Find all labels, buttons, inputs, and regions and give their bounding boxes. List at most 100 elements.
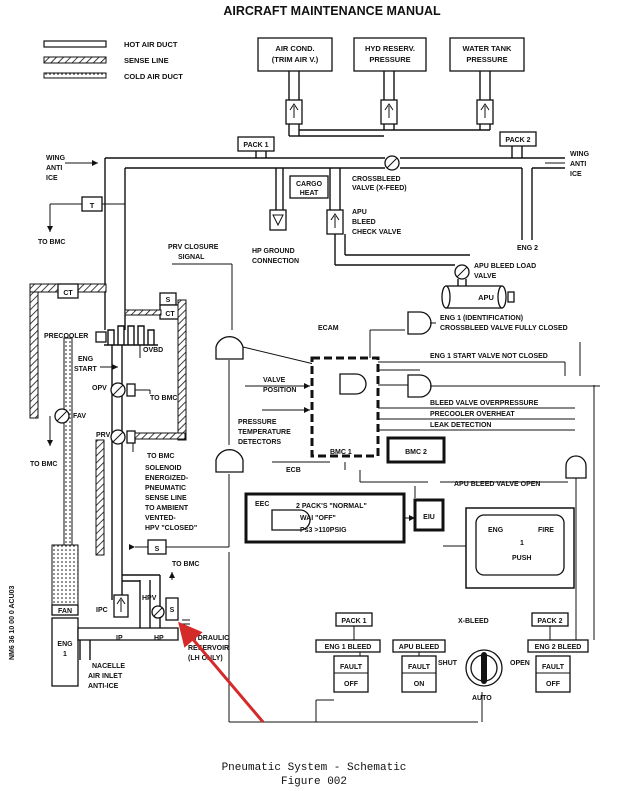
t-box-label: T <box>90 201 95 210</box>
side-reference: NM6 36 10 00 0 ACU03 <box>9 585 16 660</box>
pack2-sw-label: PACK 2 <box>537 618 562 625</box>
eiu-label: EIU <box>423 514 435 521</box>
caption-line-1: Pneumatic System - Schematic <box>222 762 407 774</box>
wing-r1-label: WING <box>570 151 590 158</box>
sol1-label: SOLENOID <box>145 465 182 472</box>
air-cond-2-label: (TRIM AIR V.) <box>272 55 319 64</box>
sol5-label: TO AMBIENT <box>145 505 189 512</box>
press3-label: DETECTORS <box>238 439 281 446</box>
to-bmc-5-label: TO BMC <box>172 561 199 568</box>
eng1-ident-label: ENG 1 (IDENTIFICATION) <box>440 315 523 322</box>
shut-label: SHUT <box>438 660 458 667</box>
xbleed-panel-label: X-BLEED <box>458 618 489 625</box>
hyd-res3-label: (LH ONLY) <box>188 655 223 662</box>
apu-load2-label: VALVE <box>474 273 497 280</box>
nac1-label: NACELLE <box>92 663 125 670</box>
page-title: AIRCRAFT MAINTENANCE MANUAL <box>223 4 441 18</box>
ecam-label: ECAM <box>318 325 339 332</box>
eec-label: EEC <box>255 501 269 508</box>
off-label: OFF <box>344 681 359 688</box>
pack1-label: PACK 1 <box>243 142 268 149</box>
hyd-res2-label: RESERVOIR <box>188 645 229 652</box>
hp-gnd1-label: HP GROUND <box>252 248 295 255</box>
xb-closed-label: CROSSBLEED VALVE FULLY CLOSED <box>440 325 568 332</box>
wai-off-label: WAI "OFF" <box>300 515 336 522</box>
apu-open-label: APU BLEED VALVE OPEN <box>454 481 540 488</box>
wing-l3-label: ICE <box>46 175 58 182</box>
fav-label: FAV <box>73 413 86 420</box>
eng-fire1-label: ENG <box>488 527 504 534</box>
eng1-start-nc-label: ENG 1 START VALVE NOT CLOSED <box>430 353 548 360</box>
valve-pos1-label: VALVE <box>263 377 286 384</box>
apu-bleed-label: APU BLEED <box>399 644 439 651</box>
s2-label: S <box>155 546 160 553</box>
fault-label: FAULT <box>542 664 565 671</box>
fault-label: FAULT <box>340 664 363 671</box>
pack2-label: PACK 2 <box>505 137 530 144</box>
top-boxes: AIR COND. (TRIM AIR V.) HYD RESERV. PRES… <box>257 37 525 72</box>
cargo1-label: CARGO <box>296 181 323 188</box>
s1-label: S <box>166 297 171 304</box>
ip-label: IP <box>116 635 123 642</box>
ecb-label: ECB <box>286 467 301 474</box>
prv-label: PRV <box>96 432 111 439</box>
ct1-label: CT <box>63 290 73 297</box>
hp-label: HP <box>154 635 164 642</box>
prv-cl2-label: SIGNAL <box>178 254 205 261</box>
air-cond-1-label: AIR COND. <box>275 44 314 53</box>
prv-cl1-label: PRV CLOSURE <box>168 244 219 251</box>
bmc1-label: BMC 1 <box>330 449 352 456</box>
hyd-1-label: HYD RESERV. <box>365 44 415 53</box>
sol7-label: HPV "CLOSED" <box>145 525 197 532</box>
fault-label: FAULT <box>408 664 431 671</box>
s3-label: S <box>170 607 175 614</box>
water-2-label: PRESSURE <box>466 55 507 64</box>
eng-fire3-label: 1 <box>520 540 524 547</box>
top-ducts <box>285 71 494 137</box>
xbleed2-label: VALVE (X-FEED) <box>352 185 407 192</box>
legend-cold: COLD AIR DUCT <box>124 72 183 81</box>
wing-l2-label: ANTI <box>46 165 62 172</box>
opv-label: OPV <box>92 385 107 392</box>
cargo2-label: HEAT <box>300 190 319 197</box>
eng-fire2-label: FIRE <box>538 527 554 534</box>
xbleed1-label: CROSSBLEED <box>352 176 401 183</box>
apu-load1-label: APU BLEED LOAD <box>474 263 536 270</box>
sol6-label: VENTED- <box>145 515 176 522</box>
apu-chk2-label: BLEED <box>352 219 376 226</box>
eng-start1-label: ENG <box>78 356 94 363</box>
legend-hot: HOT AIR DUCT <box>124 40 178 49</box>
hyd-res1-label: HYDRAULIC <box>188 635 229 642</box>
wing-r3-label: ICE <box>570 171 582 178</box>
legend: HOT AIR DUCT SENSE LINE COLD AIR DUCT <box>43 40 183 81</box>
nac3-label: ANTI-ICE <box>88 683 119 690</box>
press2-label: TEMPERATURE <box>238 429 291 436</box>
eng1-bleed-label: ENG 1 BLEED <box>325 644 372 651</box>
nac2-label: AIR INLET <box>88 673 123 680</box>
precooler-label: PRECOOLER <box>44 333 88 340</box>
hpv-label: HPV <box>142 595 157 602</box>
sol4-label: SENSE LINE <box>145 495 187 502</box>
hp-gnd2-label: CONNECTION <box>252 258 299 265</box>
fan-label: FAN <box>58 608 72 615</box>
ovbd-label: OVBD <box>143 347 163 354</box>
annotation-arrow <box>178 621 265 723</box>
sol2-label: ENERGIZED- <box>145 475 189 482</box>
to-bmc-3-label: TO BMC <box>30 461 57 468</box>
precooler-loop: CT <box>29 283 107 556</box>
open-label: OPEN <box>510 660 530 667</box>
pack1-sw-label: PACK 1 <box>341 618 366 625</box>
caption-line-2: Figure 002 <box>281 776 347 788</box>
valve-pos2-label: POSITION <box>263 387 296 394</box>
to-bmc-4-label: TO BMC <box>147 453 174 460</box>
ct2-label: CT <box>165 311 175 318</box>
on-label: ON <box>414 681 425 688</box>
wing-r2-label: ANTI <box>570 161 586 168</box>
to-bmc-1-label: TO BMC <box>38 239 65 246</box>
hyd-2-label: PRESSURE <box>369 55 410 64</box>
bmc2-label: BMC 2 <box>405 449 427 456</box>
precool-oh-label: PRECOOLER OVERHEAT <box>430 411 515 418</box>
precooler-body <box>104 325 158 346</box>
eng-start2-label: START <box>74 366 98 373</box>
